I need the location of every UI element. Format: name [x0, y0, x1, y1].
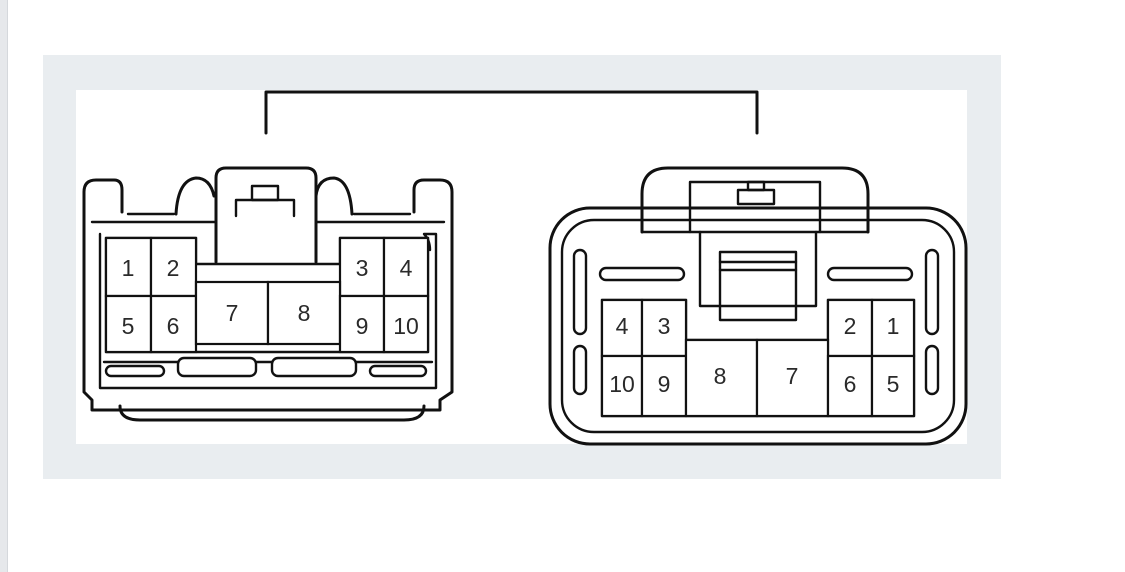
right-connector-lock-rib: [718, 260, 798, 272]
left-pin-cell-6: [149, 294, 198, 354]
right-pin-cell-1: [870, 298, 916, 358]
right-pin-label-3: 3: [658, 313, 671, 339]
right-connector-lock-step: [718, 304, 798, 322]
left-pin-cell-9: [338, 294, 386, 354]
right-connector-side-slot: [572, 248, 588, 336]
right-pin-label-9: 9: [658, 371, 671, 397]
right-connector-side-slot: [572, 344, 588, 396]
left-pin-label-5: 5: [122, 313, 135, 339]
left-connector-left-shoulder: [82, 178, 124, 216]
right-connector: 4 3 2 1 10 9 8 7 6 5: [548, 166, 968, 446]
right-connector-lock-knob: [746, 180, 766, 192]
left-connector-bump-right: [314, 176, 354, 216]
left-pin-label-7: 7: [226, 300, 239, 326]
right-pin-cell-8: [684, 338, 759, 418]
right-pin-label-1: 1: [887, 313, 900, 339]
right-connector-lock-channel: [698, 230, 818, 308]
left-connector-slot: [104, 364, 166, 378]
left-connector-slot: [368, 364, 428, 378]
right-pin-label-8: 8: [714, 363, 727, 389]
right-pin-cell-5: [870, 354, 916, 418]
right-pin-label-7: 7: [786, 363, 799, 389]
left-pin-label-4: 4: [400, 255, 413, 281]
left-connector-latch-button: [250, 184, 280, 202]
right-pin-cell-3: [640, 298, 688, 358]
window-left-edge: [0, 0, 8, 572]
right-connector-inner-housing: [560, 218, 956, 434]
left-connector: 1 2 3 4 5 6 7 8 9 10: [82, 166, 454, 422]
left-pin-label-8: 8: [298, 300, 311, 326]
mating-bracket: [264, 90, 759, 135]
left-connector-housing: [82, 212, 454, 412]
left-connector-slot: [176, 356, 258, 378]
right-pin-label-10: 10: [609, 371, 635, 397]
right-pin-label-5: 5: [887, 371, 900, 397]
left-connector-latch: [214, 166, 318, 264]
left-pin-cell-10: [382, 294, 430, 354]
right-pin-label-6: 6: [844, 371, 857, 397]
right-connector-housing: [548, 206, 968, 446]
right-pin-cell-7: [755, 338, 830, 418]
right-pin-label-2: 2: [844, 313, 857, 339]
left-pin-cell-4: [382, 236, 430, 298]
right-pin-label-4: 4: [616, 313, 629, 339]
left-connector-slot: [270, 356, 358, 378]
left-connector-latch-window: [234, 198, 296, 218]
left-connector-base: [118, 404, 426, 422]
left-pin-label-6: 6: [167, 313, 180, 339]
left-pin-label-2: 2: [167, 255, 180, 281]
left-pin-label-9: 9: [356, 313, 369, 339]
left-pin-label-3: 3: [356, 255, 369, 281]
right-pin-cell-10: [600, 354, 644, 418]
left-pin-label-1: 1: [122, 255, 135, 281]
right-connector-lock-button: [736, 188, 776, 206]
right-connector-lock: [640, 166, 870, 234]
left-pin-cell-8: [266, 280, 342, 346]
left-pin-label-10: 10: [393, 313, 419, 339]
right-connector-side-slot: [924, 344, 940, 396]
left-pin-cell-7: [194, 280, 270, 346]
left-pin-cell-3: [338, 236, 386, 298]
right-connector-top-slot: [826, 266, 914, 282]
right-connector-top-slot: [598, 266, 686, 282]
right-connector-side-slot: [924, 248, 940, 336]
left-connector-right-shoulder: [412, 178, 454, 216]
left-connector-bump-left: [174, 176, 216, 216]
